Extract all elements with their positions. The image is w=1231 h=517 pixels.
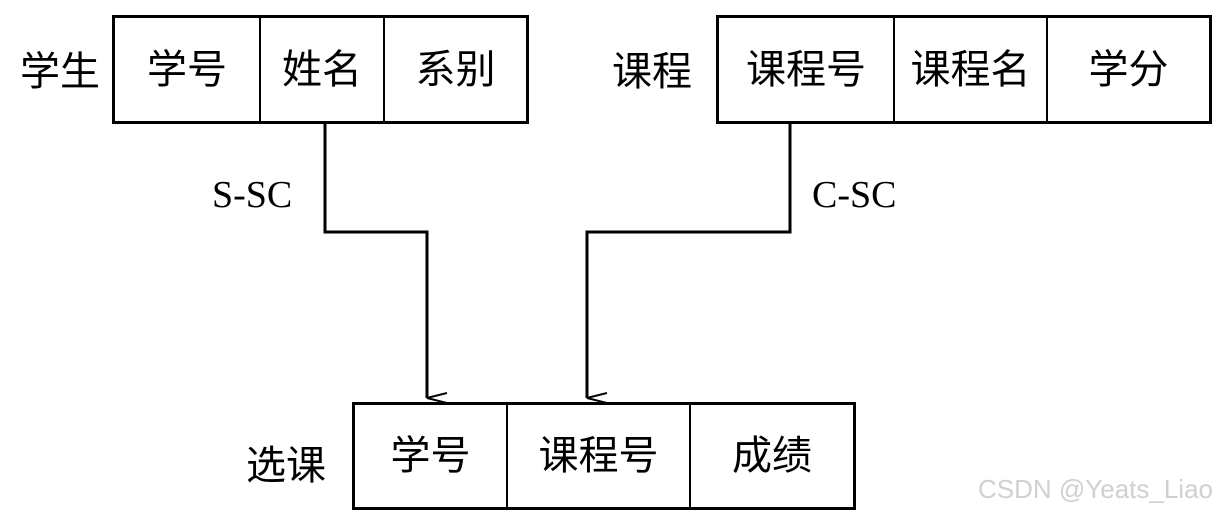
enrollment-table-name: 选课 xyxy=(246,443,326,489)
course-field-name: 课程名 xyxy=(893,18,1046,121)
student-table-name: 学生 xyxy=(20,49,100,95)
c-sc-arrow xyxy=(585,123,792,398)
student-field-name: 姓名 xyxy=(259,18,383,121)
student-field-dept: 系别 xyxy=(383,18,526,121)
course-field-id: 课程号 xyxy=(746,46,866,93)
student-field-id: 学号 xyxy=(147,46,227,93)
student-table: 学号 姓名 系别 xyxy=(112,15,529,124)
enrollment-field-student-id: 学号 xyxy=(390,433,471,479)
course-table-name: 课程 xyxy=(612,49,692,95)
course-field-credit: 学分 xyxy=(1046,18,1209,121)
enrollment-table: 学号 课程号 成绩 xyxy=(352,402,856,510)
c-sc-label: C-SC xyxy=(812,174,897,216)
watermark-text: CSDN @Yeats_Liao xyxy=(977,474,1213,504)
s-sc-label: S-SC xyxy=(212,174,293,216)
course-table: 课程号 课程名 学分 xyxy=(716,15,1212,124)
enrollment-field-course-id: 课程号 xyxy=(506,405,689,507)
s-sc-arrow xyxy=(323,123,427,398)
enrollment-field-grade: 成绩 xyxy=(689,405,853,507)
